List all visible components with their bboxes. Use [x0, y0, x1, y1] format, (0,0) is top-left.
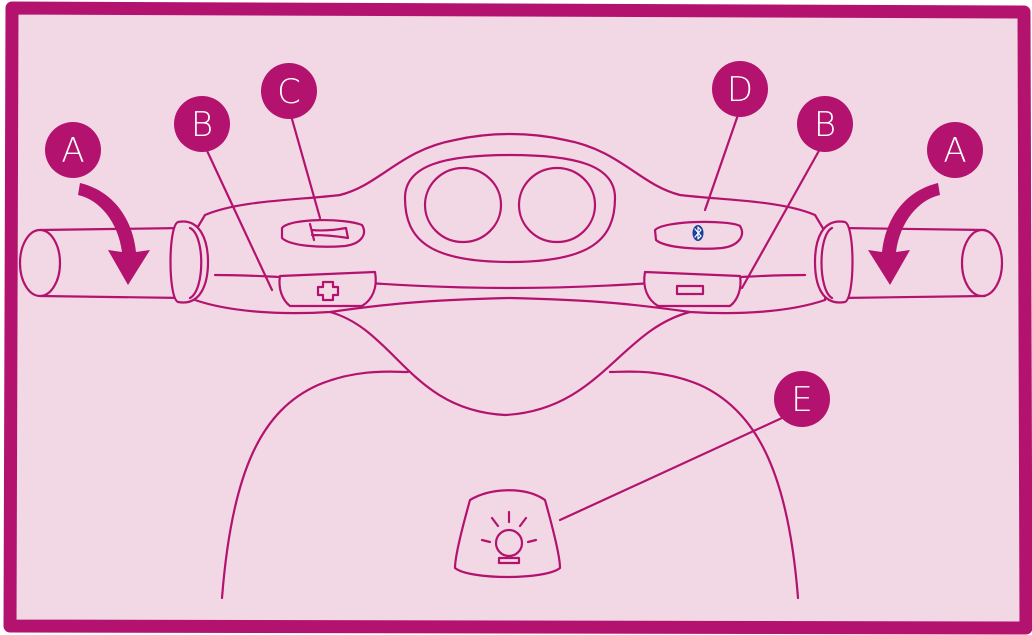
callout-letter: B — [814, 105, 836, 145]
left-gauge — [423, 166, 503, 244]
right-grip — [813, 220, 1004, 304]
frame-border — [3, 1, 1032, 635]
horn-button[interactable] — [280, 219, 366, 248]
horn-icon — [308, 222, 350, 242]
headlight-button[interactable] — [453, 489, 562, 579]
callout-letter: D — [727, 70, 753, 110]
callout-letter: A — [943, 131, 966, 171]
minus-icon — [675, 284, 705, 296]
left-grip — [18, 220, 210, 304]
minus-button[interactable] — [643, 270, 742, 308]
callout-badge-b-left: B — [174, 96, 230, 152]
twist-throttle-arrow-icon — [868, 183, 940, 285]
plus-icon — [316, 280, 340, 302]
callout-badge-d: D — [712, 61, 768, 117]
callout-badge-a-left: A — [45, 122, 101, 178]
headlight-icon — [480, 510, 538, 565]
callout-badge-b-right: B — [797, 96, 853, 152]
callout-letter: C — [277, 72, 301, 112]
callout-badge-e: E — [774, 371, 830, 427]
callout-letter: A — [61, 131, 84, 171]
twist-throttle-arrow-icon — [78, 183, 150, 285]
leader-lines — [200, 110, 827, 522]
bluetooth-button[interactable] — [653, 220, 744, 250]
callout-letter: E — [791, 380, 812, 420]
right-gauge — [517, 166, 597, 244]
callout-badge-c: C — [261, 63, 317, 119]
callout-letter: B — [191, 105, 213, 145]
scooter-body — [220, 310, 800, 600]
callout-badge-a-right: A — [927, 122, 983, 178]
plus-button[interactable] — [278, 270, 377, 308]
